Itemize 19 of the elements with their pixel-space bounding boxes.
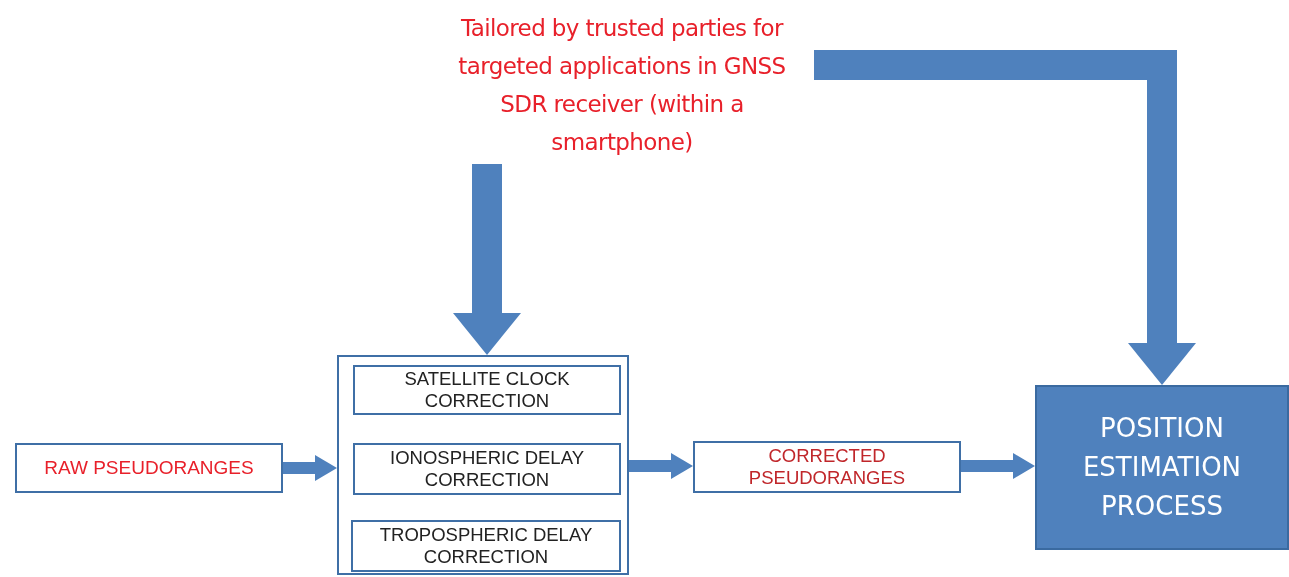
process-box xyxy=(353,443,621,495)
process-box xyxy=(351,520,621,572)
box-label: POSITION ESTIMATION PROCESS xyxy=(1081,412,1243,523)
block-arrow xyxy=(961,453,1035,479)
process-box xyxy=(1035,385,1289,550)
process-box xyxy=(353,365,621,415)
block-arrow xyxy=(814,50,1196,385)
correction-group-box xyxy=(337,355,629,575)
annotation-text: Tailored by trusted parties for targeted applications in GNSS SDR receiver (within a smartphone) xyxy=(457,14,787,157)
output-box xyxy=(693,441,961,493)
block-arrow xyxy=(283,455,337,481)
box-label: IONOSPHERIC DELAY CORRECTION xyxy=(389,446,585,492)
block-arrow xyxy=(453,164,521,355)
block-arrow xyxy=(629,453,693,479)
box-label: TROPOSPHERIC DELAY CORRECTION xyxy=(378,523,594,569)
box-label: SATELLITE CLOCK CORRECTION xyxy=(403,367,571,413)
box-label: RAW PSEUDORANGES xyxy=(43,456,255,480)
box-label: CORRECTED PSEUDORANGES xyxy=(747,444,907,490)
input-box xyxy=(15,443,283,493)
